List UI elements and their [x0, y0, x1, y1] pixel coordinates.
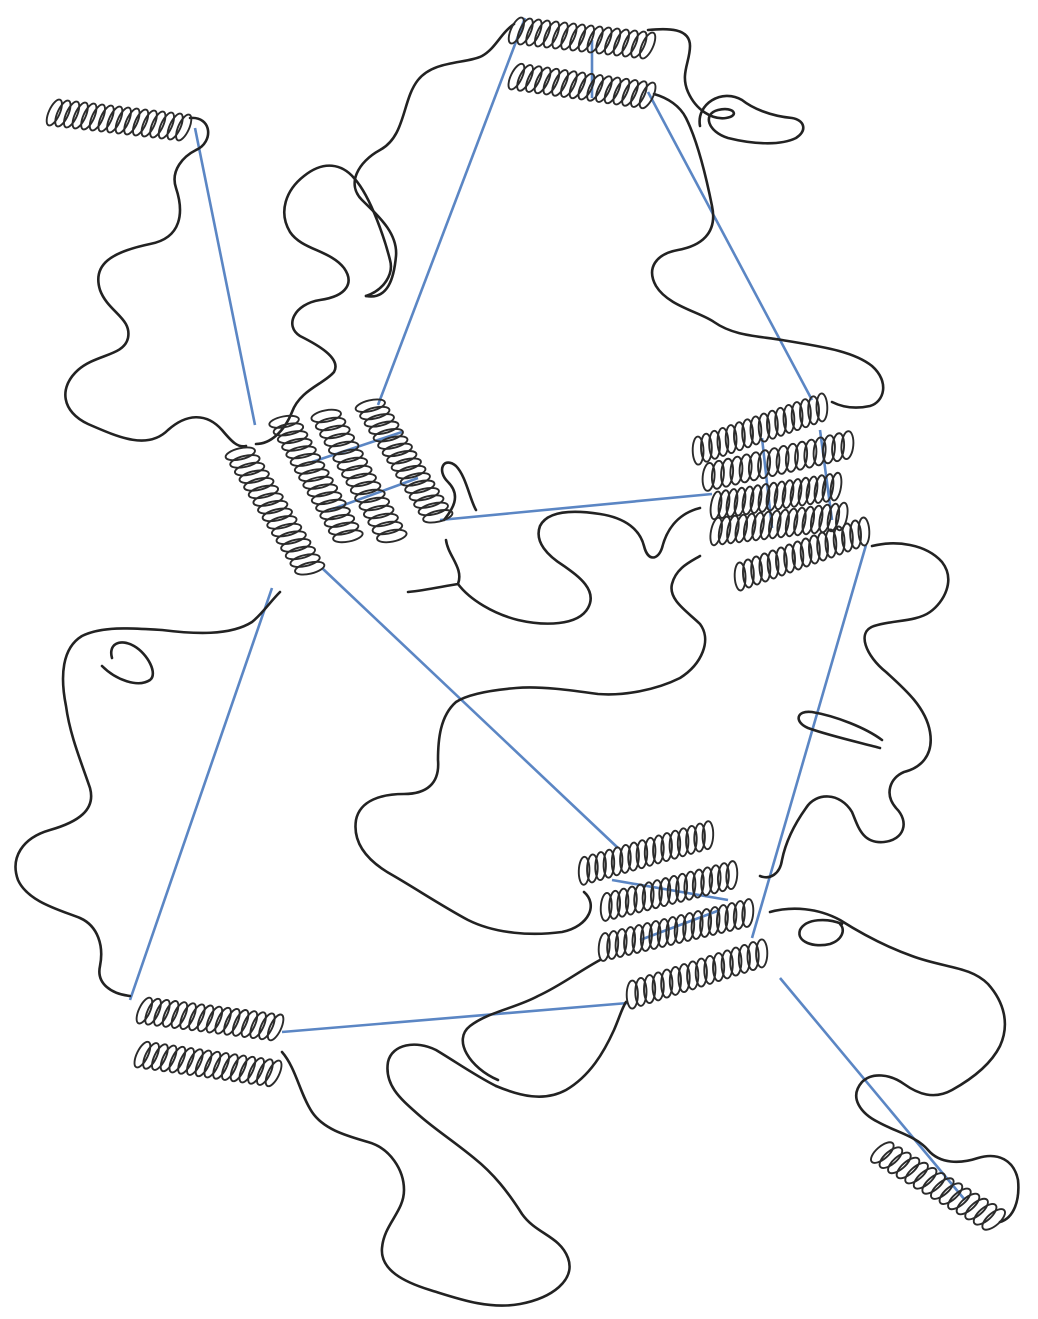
- chain-top-right-loop: [646, 27, 805, 145]
- link-leftstack-to-bottomleft: [128, 587, 274, 1001]
- helix-right-stack-2: [701, 430, 855, 492]
- helix-left-stack-4: [354, 398, 454, 524]
- helix-right-stack-1: [691, 392, 829, 466]
- helix-left-stack-3: [310, 408, 408, 544]
- chain-topleft-segment: [64, 116, 248, 448]
- chain-right-outer-loop: [758, 542, 950, 879]
- helix-left-stack-2: [268, 414, 364, 544]
- helix-left-stack-1: [224, 446, 326, 576]
- chain-center-meander: [456, 506, 702, 625]
- link-rightstack-to-lowerstack: [750, 544, 868, 939]
- helix-lower-stack-2: [599, 860, 739, 922]
- chain-right-small-loop: [797, 710, 884, 750]
- link-lowerstack-to-bottomright: [779, 977, 966, 1201]
- chain-top-center-segment: [353, 22, 516, 298]
- chain-right-loop: [354, 554, 707, 936]
- link-topcenter-to-rightstack: [646, 91, 814, 401]
- link-topcenter-to-leftstack: [376, 17, 527, 406]
- helix-right-stack-3: [709, 471, 843, 521]
- link-leftstack-to-lowerstack: [321, 567, 619, 849]
- helix-lower-stack-4: [625, 938, 769, 1010]
- helix-lower-stack-3: [597, 898, 755, 962]
- chain-lower-right-small-loop: [798, 918, 844, 947]
- chain-left-upper-segment: [254, 164, 393, 446]
- helix-coils: [45, 16, 1006, 1231]
- helix-right-stack-5: [709, 501, 849, 547]
- chain-top-right-descent: [650, 92, 885, 409]
- helix-right-stack-4: [733, 516, 871, 592]
- polymer-chains: [14, 22, 1020, 1307]
- helix-lower-stack-1: [577, 820, 715, 886]
- link-leftstack-to-rightstack: [439, 492, 713, 522]
- helix-bottom-right: [870, 1141, 1006, 1231]
- chain-bottom-center-segment: [494, 1000, 628, 1098]
- chain-lower-right-branch: [768, 907, 1020, 1224]
- chain-bottom-left-segment: [280, 1043, 571, 1307]
- link-bottomleft-to-lowerstack: [281, 1001, 629, 1034]
- helix-top-center-2: [507, 62, 657, 110]
- link-internal-right-b: [818, 429, 834, 521]
- link-internal-lower-b: [639, 908, 721, 942]
- chain-bottom-center-loop: [461, 958, 602, 1082]
- chain-left-lower-loop: [14, 590, 282, 998]
- helix-top-center-1: [507, 16, 657, 60]
- chain-left-tiny-loop: [100, 641, 155, 685]
- helix-top-left: [45, 98, 193, 142]
- link-topleft-to-leftstack: [193, 127, 257, 426]
- helix-bottom-left-2: [133, 1040, 283, 1088]
- link-internal-left-a: [311, 430, 403, 464]
- helix-bottom-left-1: [135, 996, 285, 1042]
